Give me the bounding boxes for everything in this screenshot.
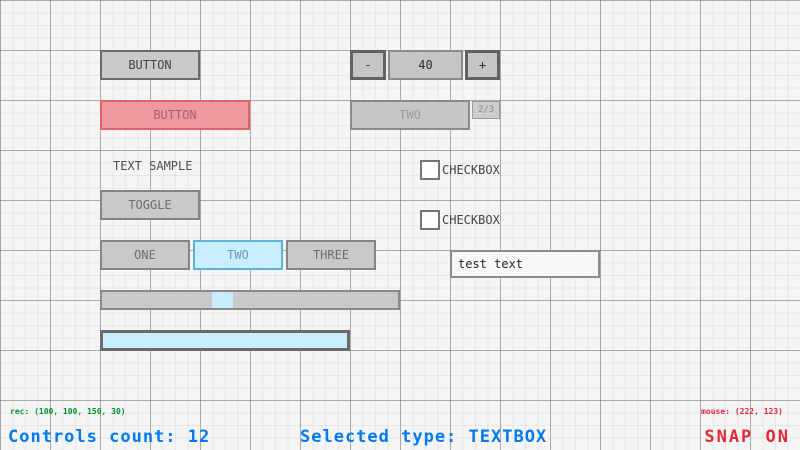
dropdown-control[interactable]: TWO: [350, 100, 470, 130]
spinner-value-box[interactable]: 40: [388, 50, 463, 80]
toggle-control[interactable]: TOGGLE: [100, 190, 200, 220]
checkbox-control-top[interactable]: CHECKBOX: [420, 160, 500, 180]
snap-mode-indicator: SNAP ON: [704, 427, 790, 447]
selected-button-control[interactable]: BUTTON: [100, 100, 250, 130]
checkbox-label: CHECKBOX: [442, 163, 500, 177]
toggle-group-item-two-active[interactable]: TWO: [193, 240, 283, 270]
checkbox-control-bottom[interactable]: CHECKBOX: [420, 210, 500, 230]
selected-type-status: Selected type: TEXTBOX: [300, 427, 548, 447]
controls-count-status: Controls count: 12: [8, 427, 211, 447]
slider-knob[interactable]: [212, 292, 233, 308]
button-control[interactable]: BUTTON: [100, 50, 200, 80]
progress-bar-control[interactable]: [100, 330, 350, 351]
textbox-control[interactable]: test text: [450, 250, 600, 278]
checkbox-box[interactable]: [420, 210, 440, 230]
slider-control[interactable]: [100, 290, 400, 310]
spinner-increment-button[interactable]: +: [465, 50, 500, 80]
spinner-decrement-button[interactable]: -: [350, 50, 386, 80]
checkbox-label: CHECKBOX: [442, 213, 500, 227]
dropdown-page-indicator: 2/3: [472, 101, 500, 119]
toggle-group-item-three[interactable]: THREE: [286, 240, 376, 270]
checkbox-box[interactable]: [420, 160, 440, 180]
mouse-position-status: mouse: (222, 123): [701, 407, 783, 416]
selection-rect-status: rec: (100, 100, 150, 30): [10, 407, 126, 416]
toggle-group-item-one[interactable]: ONE: [100, 240, 190, 270]
label-control[interactable]: TEXT SAMPLE: [113, 159, 193, 173]
